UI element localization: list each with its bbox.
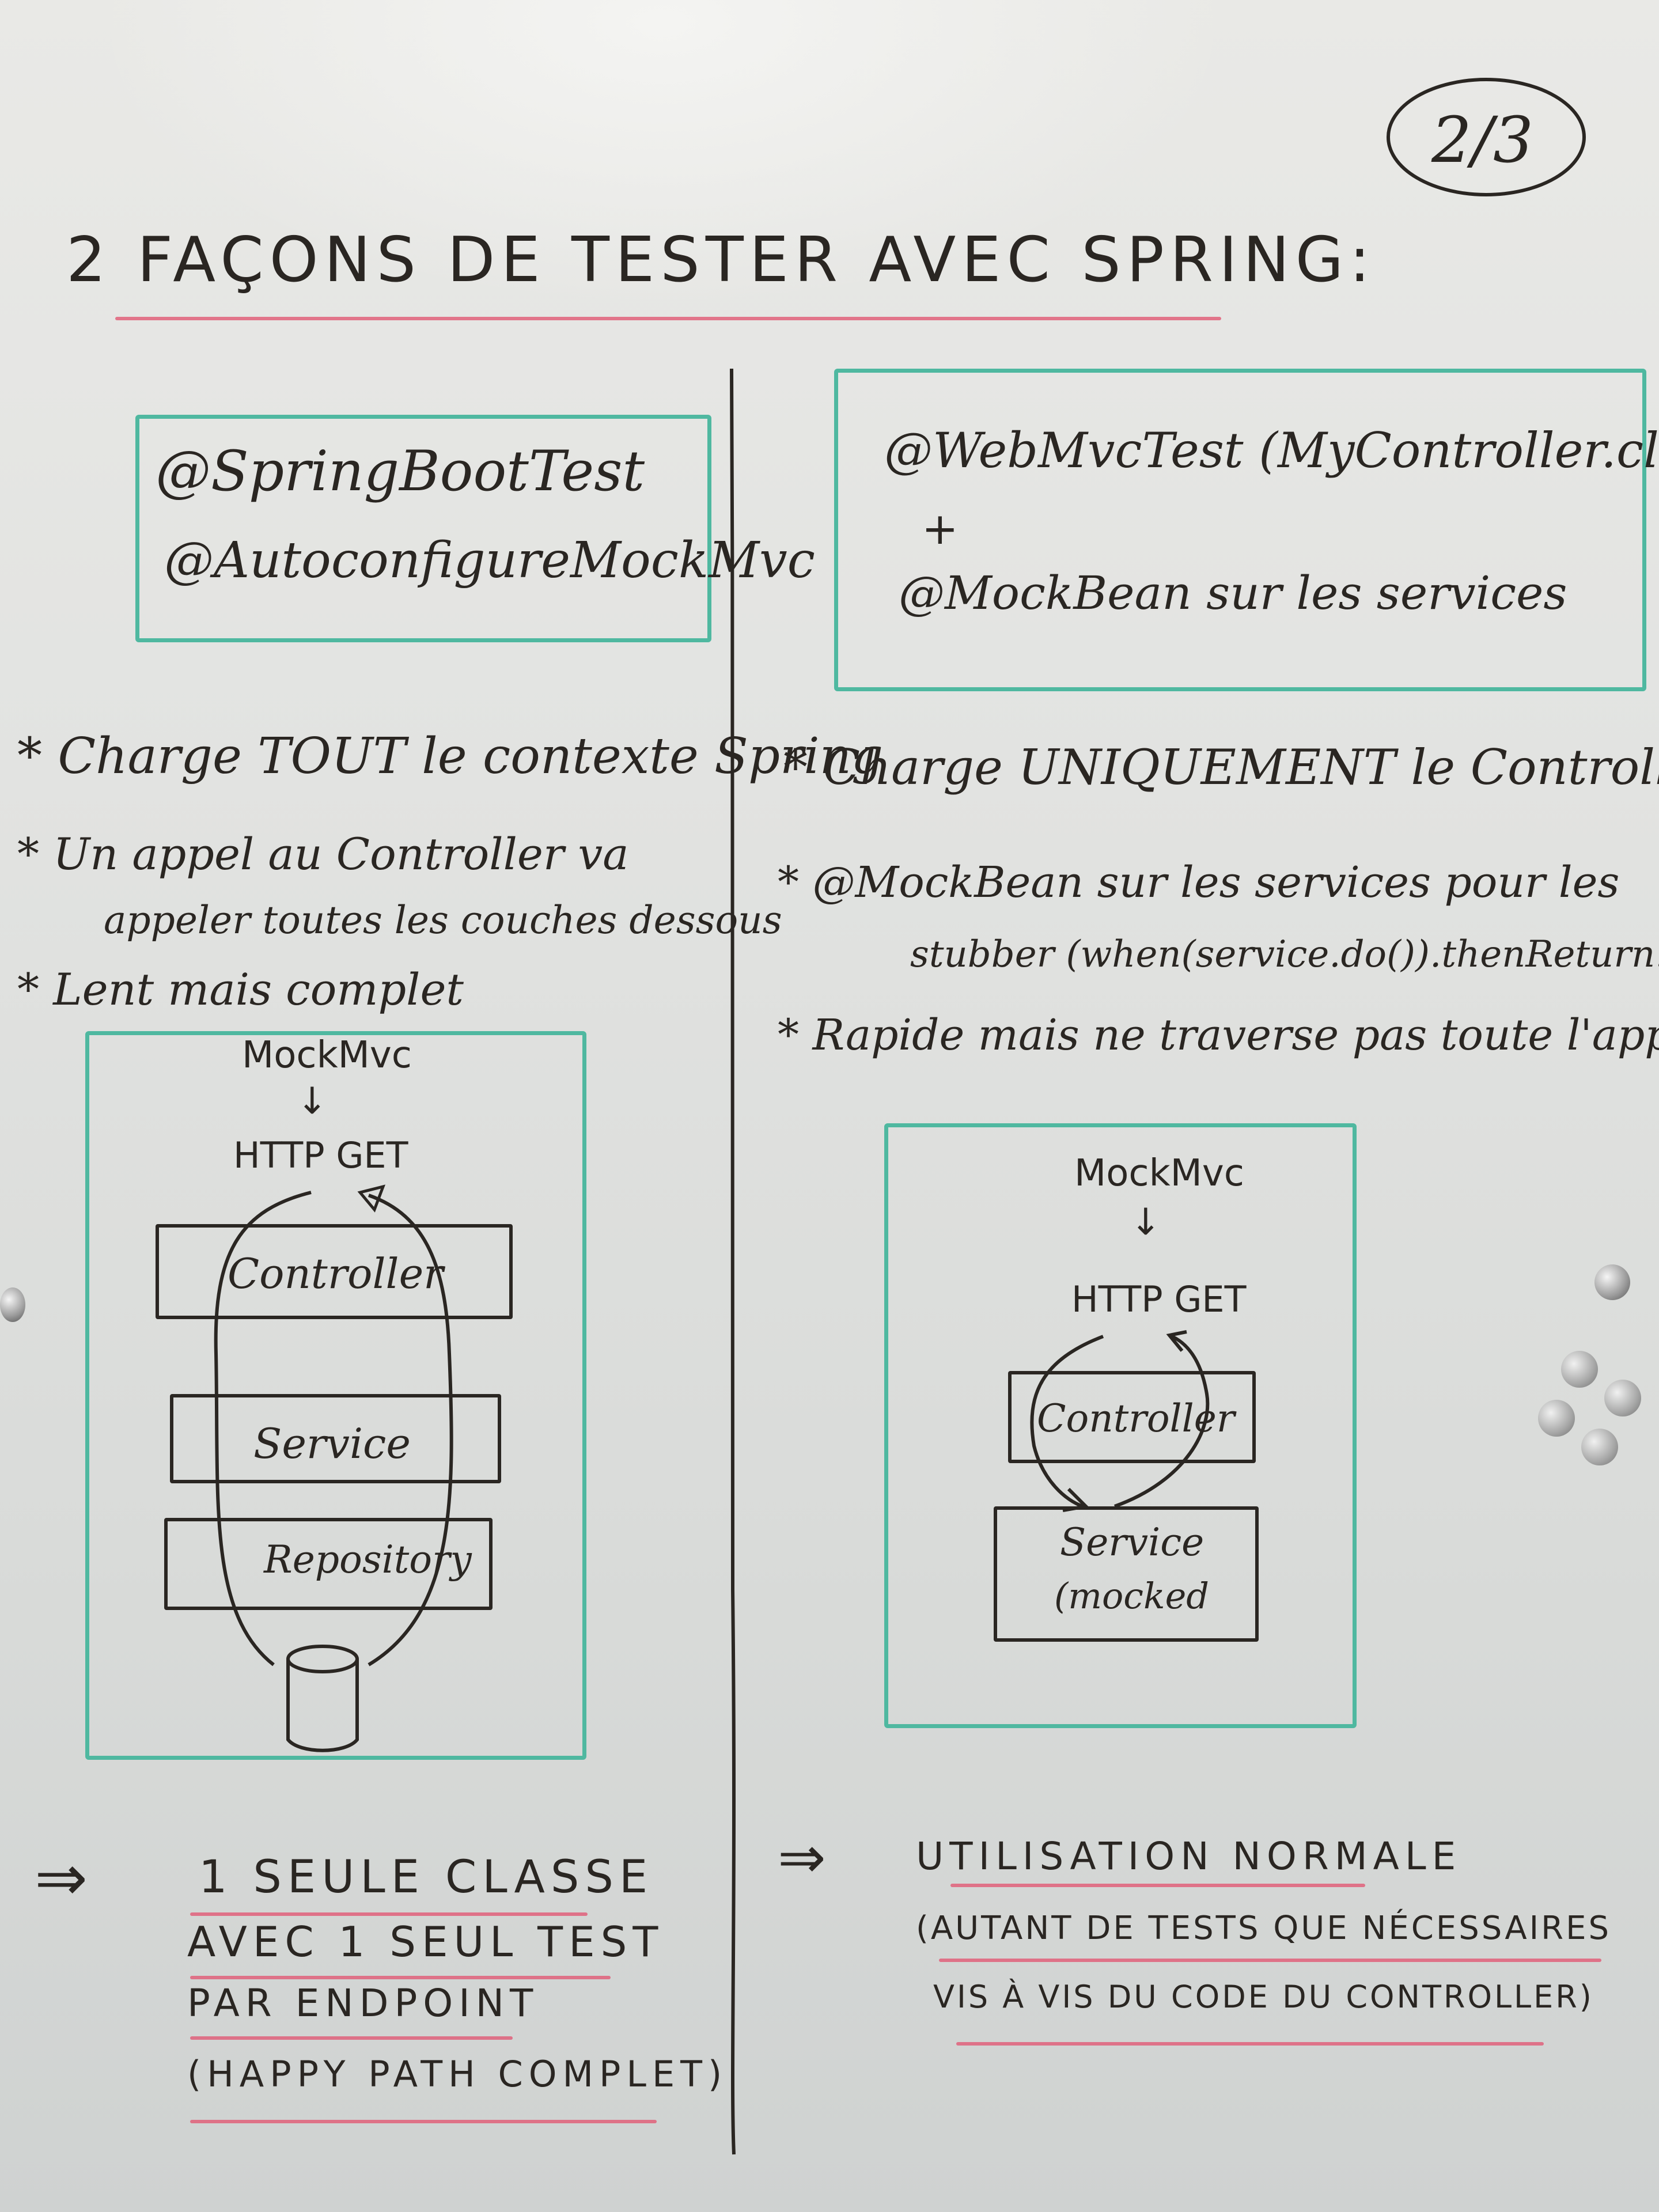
right-conclusion-line-2: (AUTANT DE TESTS QUE NÉCESSAIRES (916, 1910, 1612, 1947)
left-conclusion-underline-1 (190, 1912, 588, 1916)
left-bullet-2-cont: appeler toutes les couches dessous (104, 898, 782, 942)
left-diagram-box (85, 1031, 586, 1760)
right-annotation-plus: + (922, 503, 959, 554)
left-diagram-mockmvc: MockMvc (242, 1034, 412, 1077)
left-conclusion-line-3: PAR ENDPOINT (187, 1981, 539, 2025)
right-bullet-1: * Charge UNIQUEMENT le Controller (783, 739, 1659, 796)
magnet (1561, 1351, 1598, 1388)
right-layer-controller-label: Controller (1037, 1396, 1235, 1441)
right-annotations-box (834, 369, 1646, 691)
left-annotation-autoconfigure: @AutoconfigureMockMvc (164, 532, 815, 589)
right-bullet-3: * Rapide mais ne traverse pas toute l'ap… (778, 1010, 1659, 1060)
right-diagram-mockmvc: MockMvc (1074, 1152, 1244, 1195)
right-annotation-mockbean: @MockBean sur les services (899, 566, 1567, 620)
right-bullet-2-cont: stubber (when(service.do()).thenReturn..… (910, 933, 1659, 976)
left-diagram-http-get: HTTP GET (233, 1134, 408, 1176)
magnet (0, 1287, 25, 1322)
right-diagram-arrow-down-icon: ↓ (1130, 1201, 1161, 1244)
left-conclusion-line-4: (HAPPY PATH COMPLET) (187, 2053, 728, 2095)
right-conclusion-underline-3 (956, 2042, 1544, 2046)
right-diagram-box (884, 1123, 1357, 1728)
magnet (1594, 1264, 1630, 1300)
left-annotations-box (135, 415, 711, 642)
left-bullet-3: * Lent mais complet (17, 964, 464, 1015)
left-annotation-springboottest: @SpringBootTest (156, 439, 645, 503)
right-conclusion-line-3: VIS À VIS DU CODE DU CONTROLLER) (933, 1979, 1594, 2015)
right-conclusion-line-1: UTILISATION NORMALE (916, 1834, 1462, 1878)
left-conclusion-underline-2 (190, 1976, 611, 1979)
left-layer-controller (156, 1224, 513, 1319)
title-underline (115, 317, 1221, 320)
right-layer-service-label: Service (1060, 1520, 1205, 1565)
page-number: 2/3 (1431, 103, 1534, 177)
magnet (1581, 1429, 1618, 1465)
right-conclusion-arrow-icon: ⇒ (778, 1824, 826, 1891)
right-layer-service-mocked-label: (mocked (1054, 1575, 1209, 1617)
magnet (1604, 1380, 1641, 1416)
right-layer-service (994, 1506, 1259, 1642)
left-conclusion-arrow-icon: ⇒ (35, 1841, 88, 1915)
left-layer-service (170, 1394, 501, 1483)
right-conclusion-underline-2 (939, 1959, 1601, 1962)
page-title: 2 FAÇONS DE TESTER AVEC SPRING: (66, 224, 1376, 296)
left-conclusion-underline-3 (190, 2036, 513, 2040)
left-conclusion-line-1: 1 SEULE CLASSE (199, 1851, 654, 1903)
left-layer-service-label: Service (253, 1419, 411, 1468)
left-layer-controller-label: Controller (228, 1249, 444, 1298)
left-diagram-arrow-down-icon: ↓ (297, 1080, 328, 1123)
right-bullet-2: * @MockBean sur les services pour les (778, 858, 1620, 907)
right-diagram-http-get: HTTP GET (1071, 1278, 1247, 1320)
left-bullet-1: * Charge TOUT le contexte Spring (17, 728, 884, 785)
left-layer-repository-label: Repository (264, 1537, 472, 1582)
database-icon (285, 1645, 360, 1757)
right-annotation-webmvctest: @WebMvcTest (MyController.class) (884, 422, 1659, 479)
magnet (1538, 1400, 1575, 1437)
right-conclusion-underline-1 (950, 1884, 1365, 1887)
left-conclusion-underline-4 (190, 2120, 657, 2123)
left-bullet-2: * Un appel au Controller va (17, 828, 629, 880)
left-conclusion-line-2: AVEC 1 SEUL TEST (187, 1918, 664, 1966)
left-layer-repository (164, 1518, 493, 1610)
